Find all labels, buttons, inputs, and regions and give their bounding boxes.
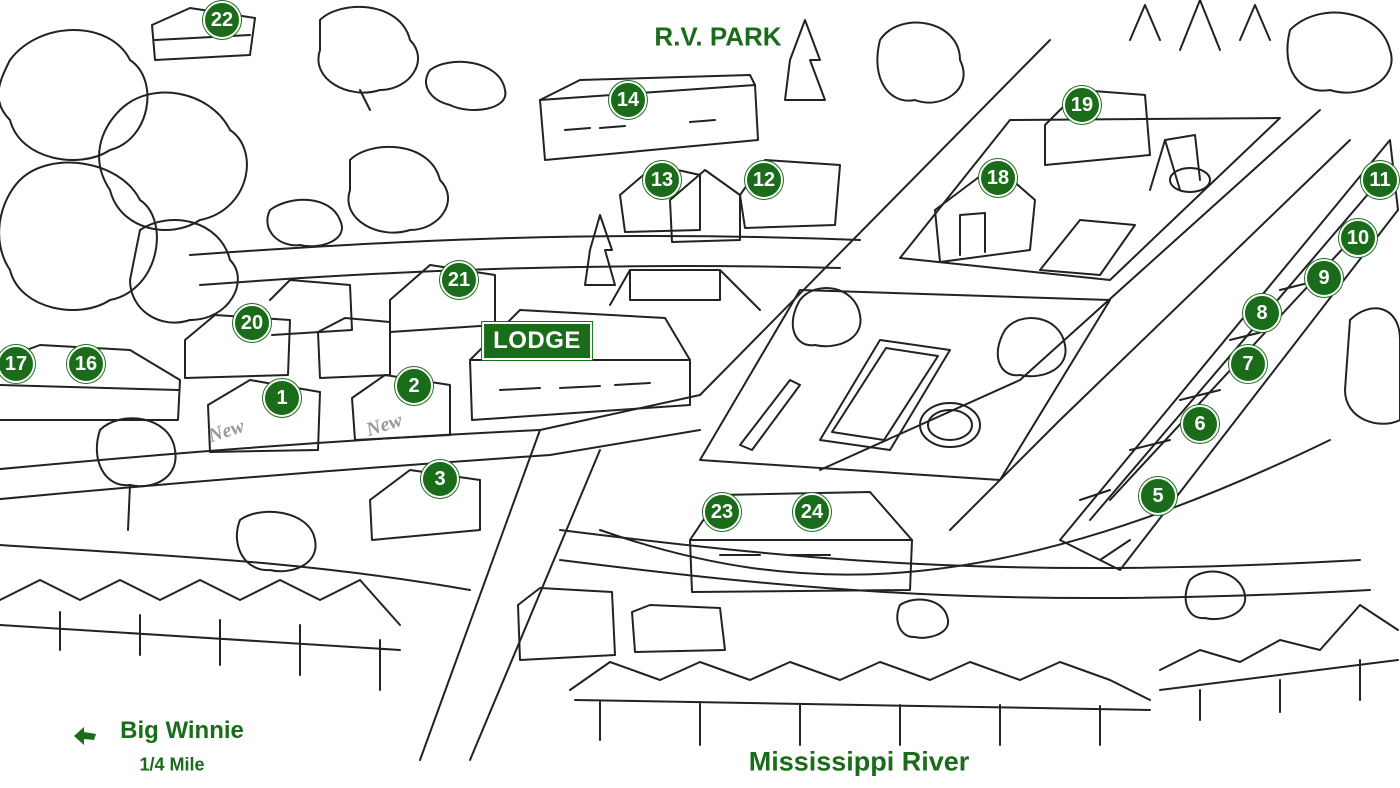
pool	[819, 339, 951, 451]
swing-set	[1149, 134, 1201, 191]
cabin-marker-22[interactable]: 22	[203, 1, 241, 39]
cabin-marker-21[interactable]: 21	[440, 261, 478, 299]
fence-left	[0, 544, 471, 591]
road-to-river	[419, 429, 541, 761]
dock-right	[1159, 604, 1399, 721]
shuffleboard	[739, 379, 801, 451]
cabin-marker-18[interactable]: 18	[979, 159, 1017, 197]
fence-right	[599, 439, 1331, 576]
cabin-marker-19[interactable]: 19	[1063, 86, 1101, 124]
road-right	[819, 109, 1321, 471]
upper-road	[189, 234, 861, 256]
cabin-marker-14[interactable]: 14	[609, 81, 647, 119]
cabin-marker-17[interactable]: 17	[0, 345, 35, 383]
cabin-marker-8[interactable]: 8	[1243, 294, 1281, 332]
cabin-marker-7[interactable]: 7	[1229, 345, 1267, 383]
pool-inner	[831, 347, 939, 441]
building-22	[151, 7, 256, 61]
cabin-marker-2[interactable]: 2	[395, 367, 433, 405]
volleyball-net	[609, 269, 761, 311]
big-winnie-label[interactable]: Big Winnie	[120, 717, 244, 744]
cabin-marker-10[interactable]: 10	[1339, 219, 1377, 257]
building-3	[369, 469, 481, 541]
building-14	[539, 74, 759, 161]
cabin-marker-1[interactable]: 1	[263, 379, 301, 417]
road-right-edge	[949, 139, 1351, 531]
cabin-marker-12[interactable]: 12	[745, 161, 783, 199]
building-lodge	[469, 309, 691, 421]
road-bottom	[559, 529, 1361, 570]
cabin-marker-11[interactable]: 11	[1361, 161, 1399, 199]
main-road-edge	[0, 429, 701, 501]
sandbox	[1169, 167, 1211, 193]
pool-lot	[699, 289, 1111, 481]
lodge-sign[interactable]: LODGE	[482, 322, 592, 360]
cabin-marker-23[interactable]: 23	[703, 493, 741, 531]
cabin-marker-6[interactable]: 6	[1181, 405, 1219, 443]
cabin-marker-24[interactable]: 24	[793, 493, 831, 531]
road-to-river-edge	[469, 449, 601, 761]
cabin-marker-16[interactable]: 16	[67, 345, 105, 383]
building-2	[351, 374, 451, 441]
upper-road-edge	[199, 264, 841, 286]
tennis-court	[1039, 219, 1136, 276]
hot-tub	[919, 402, 981, 448]
arrow-left-icon	[74, 727, 96, 745]
mississippi-river-label: Mississippi River	[748, 746, 970, 777]
cabin-marker-9[interactable]: 9	[1305, 259, 1343, 297]
building-20	[184, 279, 391, 379]
big-winnie-distance: 1/4 Mile	[139, 754, 205, 775]
rv-park-label: R.V. PARK	[654, 21, 782, 52]
building-boathouse	[517, 587, 726, 661]
court-lot	[899, 117, 1281, 281]
hot-tub-inner	[927, 409, 973, 441]
cabin-marker-3[interactable]: 3	[421, 460, 459, 498]
cabin-marker-13[interactable]: 13	[643, 161, 681, 199]
road-bottom-edge	[559, 559, 1371, 600]
cabin-marker-20[interactable]: 20	[233, 304, 271, 342]
trees	[0, 0, 1400, 639]
main-road	[0, 39, 1051, 471]
dock-left	[0, 579, 401, 691]
building-1	[207, 379, 321, 453]
dock-center	[569, 661, 1151, 746]
cabin-marker-5[interactable]: 5	[1139, 477, 1177, 515]
